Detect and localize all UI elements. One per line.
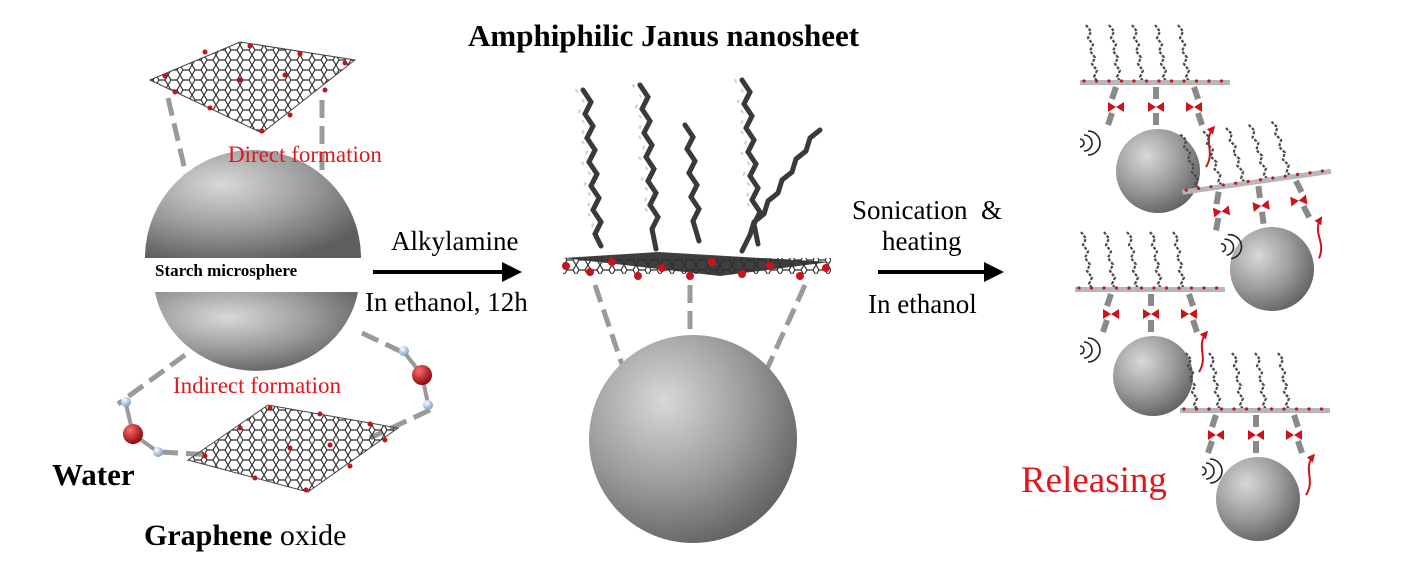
water-molecule-left (121, 397, 163, 457)
release-unit (1079, 24, 1230, 213)
indirect-formation-label: Indirect formation (173, 373, 341, 398)
graphene-oxide-label: Graphene oxide (144, 521, 347, 551)
step1-conditions-label: In ethanol, 12h (365, 287, 528, 317)
direct-formation-label: Direct formation (228, 142, 382, 167)
diagram-title: Amphiphilic Janus nanosheet (468, 18, 860, 53)
releasing-label: Releasing (1021, 460, 1167, 501)
step1-reagent-label: Alkylamine (391, 226, 519, 256)
release-unit (1180, 352, 1330, 541)
starch-microsphere-label: Starch microsphere (155, 261, 298, 280)
release-units (1075, 24, 1332, 541)
starch-microsphere (145, 150, 361, 371)
release-unit (1179, 120, 1332, 311)
step2-conditions-label: In ethanol (868, 289, 977, 319)
graphene-oxide-sheet-top (148, 41, 357, 134)
release-unit (1075, 231, 1225, 416)
janus-nanosheet (562, 252, 831, 280)
step2-line1-label: Sonication & (852, 195, 1002, 225)
water-label: Water (52, 457, 135, 492)
center-starch-sphere (589, 335, 797, 543)
graphene-word: Graphene (144, 519, 273, 552)
oxide-word: oxide (272, 519, 347, 552)
graphene-oxide-sheet-bottom (186, 404, 400, 493)
water-molecule-right (399, 346, 433, 410)
alkyl-chains (575, 77, 823, 254)
step2-line2-label: heating (882, 226, 962, 256)
